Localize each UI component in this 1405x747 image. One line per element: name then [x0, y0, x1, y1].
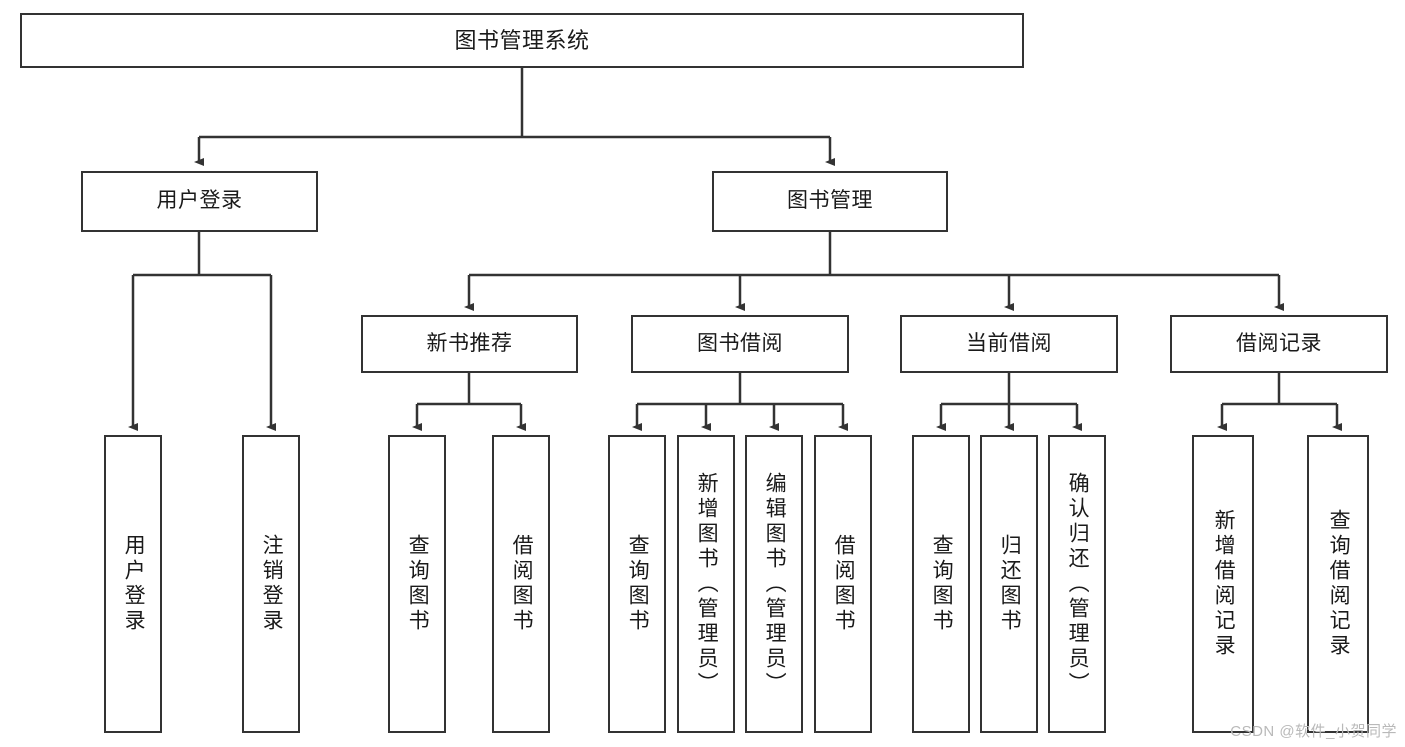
node-new-book-recommend[interactable]: 新书推荐	[361, 315, 578, 373]
node-leaf-query-book-2[interactable]: 查询图书	[608, 435, 666, 733]
node-leaf-borrow-book-1[interactable]: 借阅图书	[492, 435, 550, 733]
node-book-borrow-label: 图书借阅	[697, 331, 783, 355]
node-leaf-query-book-3-label: 查询图书	[930, 534, 954, 634]
node-new-book-recommend-label: 新书推荐	[426, 331, 513, 355]
node-leaf-borrow-book-2[interactable]: 借阅图书	[814, 435, 872, 733]
node-leaf-query-record-label: 查询借阅记录	[1327, 509, 1351, 659]
node-leaf-borrow-book-1-label: 借阅图书	[510, 534, 534, 634]
node-leaf-confirm-return[interactable]: 确认归还（管理员）	[1048, 435, 1106, 733]
node-leaf-add-book[interactable]: 新增图书（管理员）	[677, 435, 735, 733]
csdn-watermark: CSDN @软件_小贺同学	[1230, 723, 1397, 740]
node-borrow-record-label: 借阅记录	[1236, 331, 1322, 355]
node-leaf-confirm-return-label: 确认归还（管理员）	[1066, 471, 1090, 697]
node-leaf-user-login[interactable]: 用户登录	[104, 435, 162, 733]
node-leaf-add-record-label: 新增借阅记录	[1212, 509, 1236, 659]
node-leaf-add-record[interactable]: 新增借阅记录	[1192, 435, 1254, 733]
node-leaf-return-book[interactable]: 归还图书	[980, 435, 1038, 733]
node-leaf-query-record[interactable]: 查询借阅记录	[1307, 435, 1369, 733]
node-leaf-add-book-label: 新增图书（管理员）	[695, 471, 719, 697]
node-leaf-user-login-label: 用户登录	[122, 534, 146, 634]
node-leaf-return-book-label: 归还图书	[998, 534, 1022, 634]
node-leaf-borrow-book-2-label: 借阅图书	[832, 534, 856, 634]
node-root[interactable]: 图书管理系统	[20, 13, 1024, 68]
node-book-manage-label: 图书管理	[787, 189, 873, 213]
node-leaf-query-book-3[interactable]: 查询图书	[912, 435, 970, 733]
node-current-borrow-label: 当前借阅	[966, 331, 1052, 355]
node-borrow-record[interactable]: 借阅记录	[1170, 315, 1388, 373]
node-user-login[interactable]: 用户登录	[81, 171, 318, 232]
node-leaf-logout-login-label: 注销登录	[260, 534, 284, 634]
node-leaf-edit-book-label: 编辑图书（管理员）	[763, 471, 787, 697]
node-user-login-label: 用户登录	[156, 189, 243, 213]
node-book-borrow[interactable]: 图书借阅	[631, 315, 849, 373]
node-leaf-query-book-1-label: 查询图书	[406, 534, 430, 634]
node-current-borrow[interactable]: 当前借阅	[900, 315, 1118, 373]
node-leaf-edit-book[interactable]: 编辑图书（管理员）	[745, 435, 803, 733]
node-root-label: 图书管理系统	[454, 27, 590, 53]
node-book-manage[interactable]: 图书管理	[712, 171, 948, 232]
node-leaf-query-book-1[interactable]: 查询图书	[388, 435, 446, 733]
node-leaf-query-book-2-label: 查询图书	[626, 534, 650, 634]
node-leaf-logout-login[interactable]: 注销登录	[242, 435, 300, 733]
